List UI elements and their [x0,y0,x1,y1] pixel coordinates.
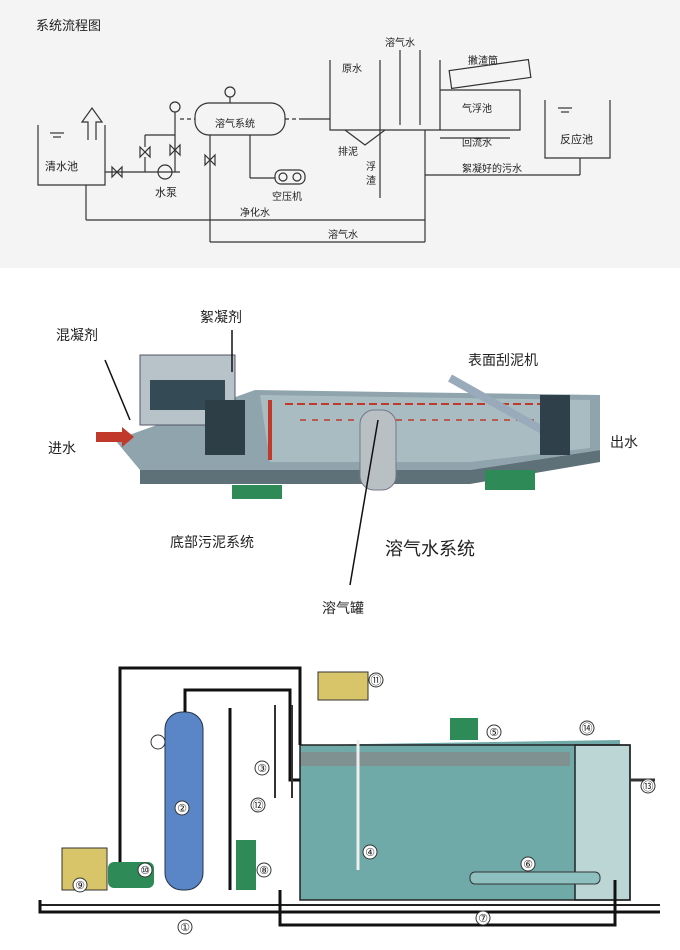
marker-gauge [150,734,166,750]
pump-8 [236,840,256,890]
outlet-label: 出水 [610,435,638,451]
dissolved-water-system-label: 溶气水系统 [385,539,475,560]
surface-scraper-label: 表面刮泥机 [468,353,538,369]
dissolved-water-bottom-label: 溶气水 [328,228,358,241]
mixer-11 [317,671,369,701]
flotation-tank-wall [299,744,631,901]
coagulant-pointer [104,359,131,421]
marker-5-label: ⑤ [489,726,499,739]
marker-9-label: ⑨ [75,879,85,892]
pipe-loop-mid [183,688,300,782]
marker-3 [254,760,270,776]
scraper-motor-5 [450,718,478,740]
valve-icon [111,165,123,179]
marker-13-label: ⑬ [643,780,654,793]
marker-8 [256,862,272,878]
marker-9 [72,877,88,893]
baffle [205,400,245,455]
marker-12 [250,797,266,813]
marker-1-label: ① [180,921,190,934]
pipe-bottom-7 [278,880,617,927]
marker-5 [486,724,502,740]
pump-line: 水泵 [105,101,181,199]
clear-pool: 清水池 [37,106,106,186]
return-lines: 净化水 溶气水 [85,130,426,243]
air-compressor: 空压机 [272,169,306,203]
flotation-unit: 原水 溶气水 撇渣筒 气浮池 回流水 排泥 浮 渣 [300,36,532,198]
reaction-pool: 反应池 絮凝好的污水 [425,100,611,176]
valve-icon [204,153,216,167]
water-pump-label: 水泵 [155,186,177,199]
sludge-discharge-label: 排泥 [338,145,358,158]
dissolved-water-top-label: 溶气水 [385,36,415,49]
number-markers: ① ② ③ ④ ⑤ ⑥ ⑦ ⑧ ⑨ ⑩ ⑪ ⑫ ⑬ ⑭ [72,672,656,935]
marker-4 [362,844,378,860]
pipe-bottom-1 [38,900,660,914]
water-pump-icon [157,164,173,180]
marker-11-label: ⑪ [371,674,382,687]
scraper-label: 撇渣筒 [468,54,498,67]
purified-water-label: 净化水 [240,206,270,219]
coagulant-label: 混凝剂 [56,328,98,344]
marker-8-label: ⑧ [259,864,269,877]
scum-layer [300,752,570,766]
valve-icon [169,143,181,157]
air-compressor-label: 空压机 [272,190,302,203]
tank-pointer [349,419,379,586]
collector-pipe-6 [469,871,601,885]
inlet-label: 进水 [48,441,76,457]
marker-4-label: ④ [365,846,375,859]
float-scum-label-2: 渣 [366,174,376,187]
flocculated-water-label: 絮凝好的污水 [462,162,522,175]
raw-water-label: 原水 [342,63,362,75]
flotation-tank-water [300,740,620,900]
inlet-arrow [96,427,134,447]
marker-1 [177,919,193,935]
marker-6 [520,856,536,872]
marker-2 [174,800,190,816]
marker-3-label: ③ [257,762,267,775]
marker-7 [475,910,491,926]
dissolved-air-vessel: 溶气系统 [180,86,300,200]
valve-icon [139,145,151,159]
return-water-label: 回流水 [462,136,492,149]
panel3: ① ② ③ ④ ⑤ ⑥ ⑦ ⑧ ⑨ ⑩ ⑪ ⑫ ⑬ ⑭ [38,666,660,935]
reaction-pool-label: 反应池 [560,132,593,146]
panel1-title: 系统流程图 [36,19,101,34]
marker-10 [137,862,153,878]
marker-6-label: ⑥ [523,858,533,871]
marker-14-label: ⑭ [582,722,593,735]
marker-14 [579,720,595,736]
scraper-drum [540,395,570,455]
clear-pool-label: 清水池 [45,160,78,173]
dissolved-tank-label: 溶气罐 [322,601,364,617]
float-scum-label-1: 浮 [366,161,376,173]
air-flotation-label: 气浮池 [462,102,492,115]
marker-7-label: ⑦ [478,912,488,925]
dissolved-air-system-label: 溶气系统 [215,117,255,130]
panel2: 混凝剂 絮凝剂 表面刮泥机 进水 出水 底部污泥系统 溶气水系统 溶气罐 [48,309,638,617]
pipe-loop-top [118,666,302,862]
marker-11 [368,672,384,688]
flocculant-label: 絮凝剂 [200,309,242,326]
sludge-pump [232,485,282,499]
marker-13 [640,778,656,794]
marker-10-label: ⑩ [140,864,150,877]
pump-unit [485,470,535,490]
marker-2-label: ② [177,802,187,815]
marker-12-label: ⑫ [253,799,264,812]
bottom-sludge-label: 底部污泥系统 [170,535,254,551]
panel1-background [0,0,680,268]
